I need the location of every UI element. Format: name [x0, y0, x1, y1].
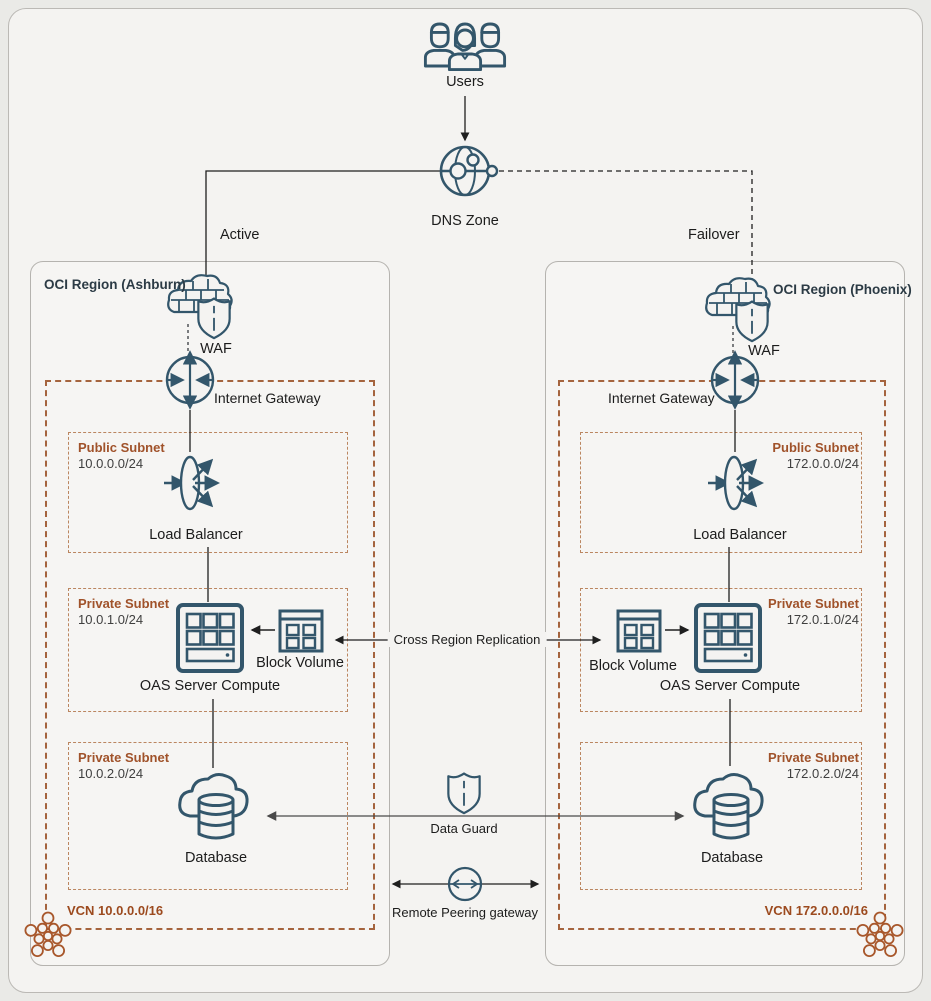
vcn-label-phoenix: VCN 172.0.0.0/16 [764, 903, 868, 918]
dns-zone-label: DNS Zone [431, 213, 499, 229]
remote-peering-label: Remote Peering gateway [392, 905, 538, 920]
vcn-label-ashburn: VCN 10.0.0.0/16 [67, 903, 164, 918]
compute-label-ashburn: OAS Server Compute [139, 678, 281, 694]
database-label-phoenix: Database [700, 850, 764, 866]
waf-label-phoenix: WAF [748, 343, 780, 359]
active-route-label: Active [220, 227, 260, 243]
public-subnet-phoenix [580, 432, 862, 553]
waf-label-ashburn: WAF [200, 341, 232, 357]
db-subnet-title-phoenix: Private Subnet [767, 750, 859, 765]
public-subnet-cidr-ashburn: 10.0.0.0/24 [78, 456, 144, 471]
db-subnet-cidr-phoenix: 172.0.2.0/24 [786, 766, 859, 781]
internet-gateway-label-phoenix: Internet Gateway [608, 390, 715, 406]
compute-label-phoenix: OAS Server Compute [659, 678, 801, 694]
database-label-ashburn: Database [184, 850, 248, 866]
region-title-phoenix: OCI Region (Phoenix) [773, 282, 912, 297]
failover-route-label: Failover [688, 227, 740, 243]
cross-region-replication-label: Cross Region Replication [387, 632, 547, 647]
users-label: Users [446, 74, 484, 90]
app-subnet-cidr-phoenix: 172.0.1.0/24 [786, 612, 859, 627]
db-subnet-title-ashburn: Private Subnet [78, 750, 170, 765]
app-subnet-cidr-ashburn: 10.0.1.0/24 [78, 612, 144, 627]
public-subnet-title-phoenix: Public Subnet [772, 440, 859, 455]
load-balancer-label-ashburn: Load Balancer [149, 527, 243, 543]
block-volume-label-phoenix: Block Volume [589, 658, 677, 674]
internet-gateway-label-ashburn: Internet Gateway [214, 390, 321, 406]
load-balancer-label-phoenix: Load Balancer [693, 527, 787, 543]
app-subnet-title-ashburn: Private Subnet [78, 596, 170, 611]
public-subnet-title-ashburn: Public Subnet [78, 440, 165, 455]
public-subnet-cidr-phoenix: 172.0.0.0/24 [786, 456, 859, 471]
db-subnet-cidr-ashburn: 10.0.2.0/24 [78, 766, 144, 781]
block-volume-label-ashburn: Block Volume [256, 655, 344, 671]
app-subnet-title-phoenix: Private Subnet [767, 596, 859, 611]
region-title-ashburn: OCI Region (Ashburn) [44, 277, 186, 292]
data-guard-label: Data Guard [430, 821, 498, 836]
private-subnet-app-phoenix [580, 588, 862, 712]
